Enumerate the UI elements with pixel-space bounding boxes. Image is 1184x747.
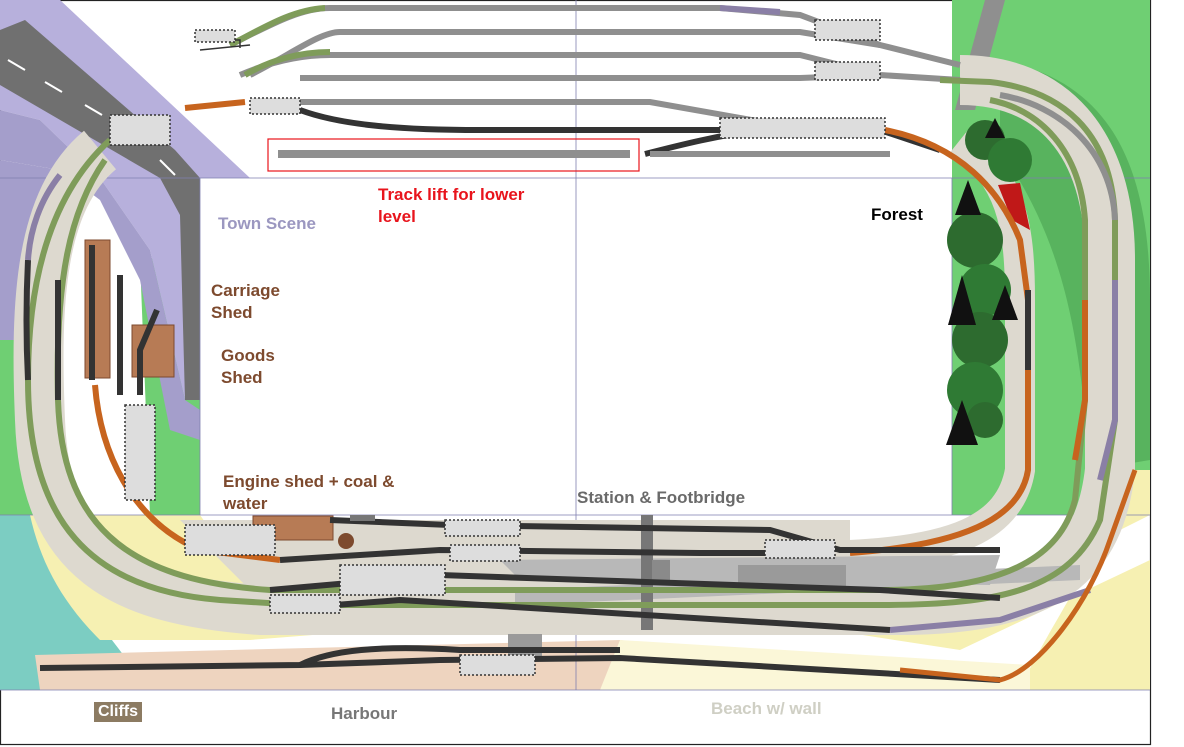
turnouts — [109, 19, 886, 676]
conifer — [992, 285, 1018, 320]
outer-loop-dark-left — [23, 259, 31, 381]
yard-green-2 — [243, 49, 331, 78]
town-buildings — [0, 110, 200, 440]
outer-loop-dark-right — [999, 92, 1118, 221]
outer-loop — [24, 77, 1118, 608]
forest-trees — [946, 118, 1032, 445]
tree — [952, 312, 1008, 368]
turnout-ladder-4 — [719, 117, 886, 139]
track-lift-label: Track lift for lower level — [378, 185, 525, 226]
footbridge — [641, 515, 653, 630]
turnout-ladder-10 — [339, 564, 446, 596]
conifer — [955, 180, 981, 215]
turnout-ladder-9 — [764, 539, 836, 559]
harbour-label: Harbour — [331, 704, 398, 723]
main-loop-ballast — [13, 55, 1135, 635]
outer-loop-purple-right — [1097, 280, 1118, 481]
harbour-orange — [899, 469, 1138, 683]
branch-forest — [849, 127, 1031, 556]
yard-road-4 — [300, 72, 881, 81]
engine-shed-label: Engine shed + coal & water — [223, 472, 395, 513]
inner-loop-purple-bottom — [889, 587, 1091, 633]
baseboard-joins — [0, 0, 1150, 691]
harbour-loop — [298, 645, 620, 668]
goods-shed-label: Goods Shed — [221, 346, 275, 387]
beach-label: Beach w/ wall — [711, 699, 822, 718]
conifer — [948, 275, 976, 325]
track-lift-box — [267, 138, 640, 172]
turnout-ladder-6 — [109, 114, 171, 146]
conifer — [946, 400, 978, 445]
carriage-shed-label: Carriage Shed — [211, 281, 280, 322]
turnout-ladder-8 — [449, 544, 521, 562]
tunnel-portal — [998, 183, 1030, 230]
turnout-ladder-1 — [194, 29, 236, 43]
town-scene-label: Town Scene — [218, 214, 316, 233]
outer-loop-purple-left — [25, 173, 63, 261]
station-label: Station & Footbridge — [577, 488, 746, 507]
turnout-ladder-11 — [269, 594, 341, 614]
road — [0, 20, 200, 400]
station-road-2 — [279, 546, 780, 563]
turnout-ladder-2 — [814, 19, 881, 41]
tree — [988, 138, 1032, 182]
turnout-ladder-14 — [459, 654, 536, 676]
station-road-1 — [329, 517, 1000, 553]
turnout-ladder-5 — [249, 97, 301, 115]
cliffs-label: Cliffs — [94, 702, 142, 722]
footbridge-steps — [652, 560, 670, 580]
station-building — [738, 565, 846, 587]
yard-purple-1 — [719, 5, 781, 15]
turnout-ladder-3 — [814, 61, 881, 81]
inner-branch-ballast — [849, 128, 1035, 570]
tree — [959, 264, 1011, 316]
yard-orange-1 — [184, 99, 246, 111]
turnout-ladder-12 — [184, 524, 276, 556]
conifer — [985, 118, 1005, 138]
yard-road-6 — [298, 107, 880, 133]
road-markings — [7, 59, 176, 176]
carriage-shed-building — [84, 239, 111, 379]
tree — [947, 212, 1003, 268]
inner-loop-orange-right — [1072, 300, 1088, 461]
harbour-road — [39, 654, 1001, 683]
turnout-ladder-13 — [124, 404, 156, 501]
tracks — [23, 5, 1138, 683]
tree — [967, 402, 1003, 438]
water-tower — [338, 533, 354, 549]
siding-goods-2 — [137, 308, 160, 395]
forest-label: Forest — [871, 205, 923, 224]
turnout-ladder-7 — [444, 519, 521, 537]
